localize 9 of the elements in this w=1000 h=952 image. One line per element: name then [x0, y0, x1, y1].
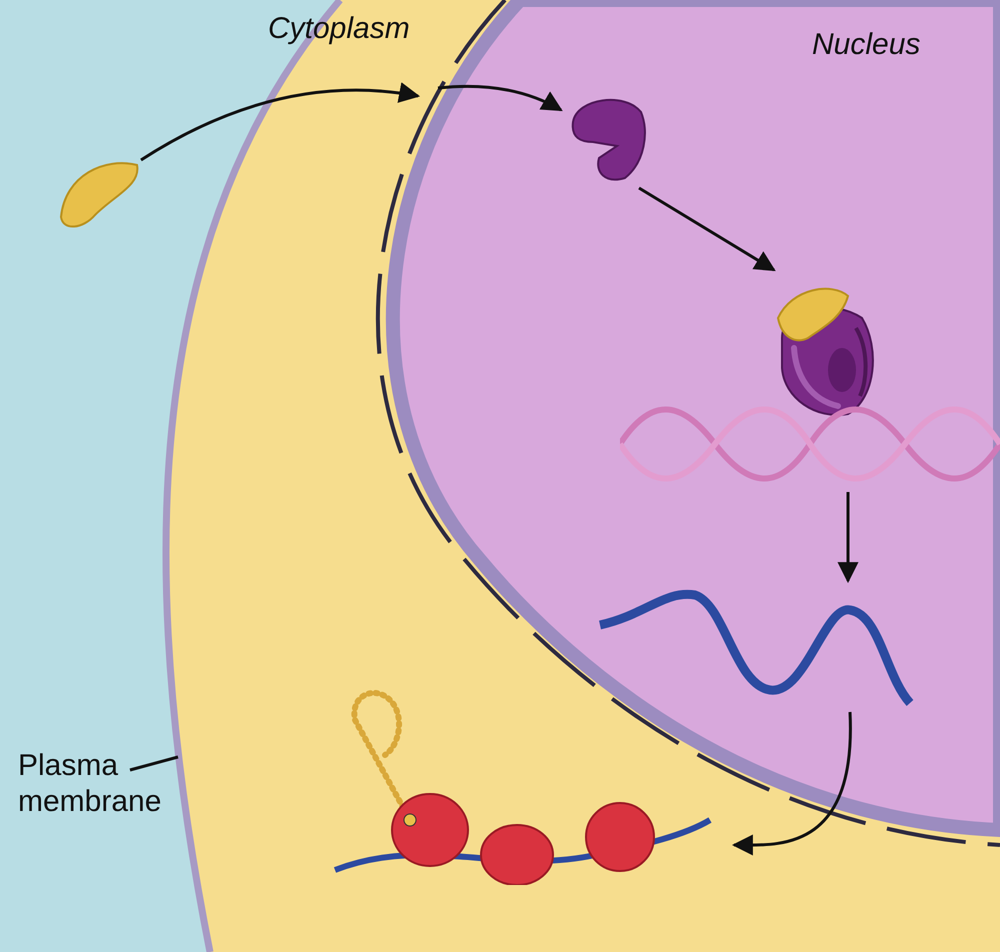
arrow	[838, 492, 858, 584]
region-label: Nucleus	[812, 28, 920, 62]
leader-line	[130, 756, 178, 772]
region-label: Cytoplasm	[268, 12, 410, 46]
label-text: Plasma membrane	[18, 748, 162, 820]
arrow	[732, 712, 852, 856]
arrow	[140, 82, 420, 162]
arrow	[638, 186, 776, 272]
arrow	[438, 84, 563, 112]
